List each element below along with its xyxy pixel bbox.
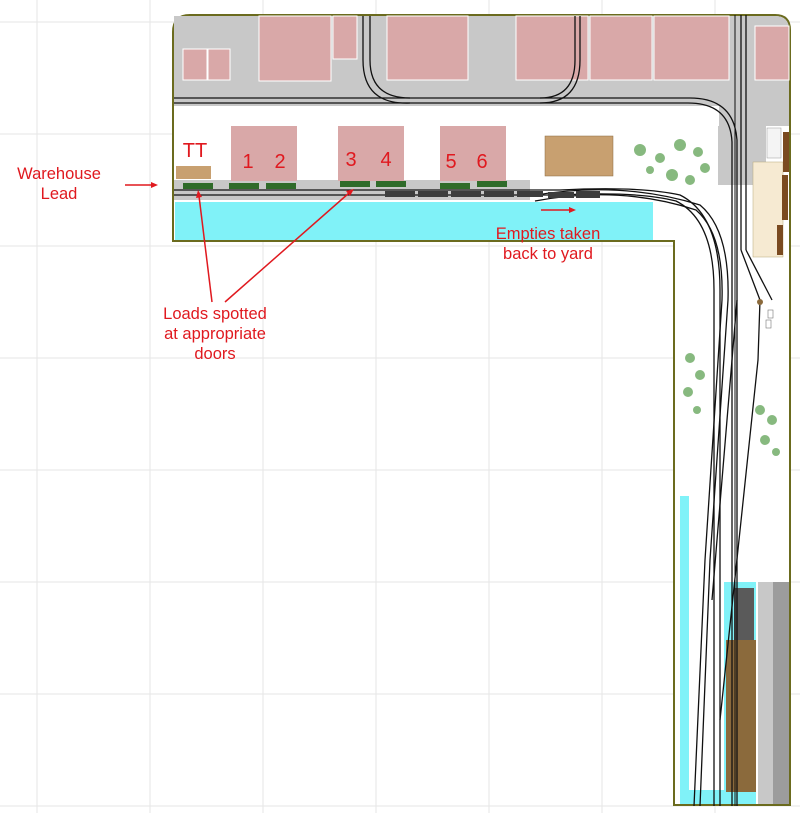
warehouses	[231, 126, 506, 181]
warehouse-lead-line-2: Lead	[40, 185, 78, 203]
door-label-6: 6	[476, 151, 488, 173]
tt-pad	[176, 166, 211, 179]
loads-spotted-line-1: Loads spotted	[163, 305, 267, 323]
loads-spotted-line-2: at appropriate	[164, 325, 266, 343]
trees	[634, 139, 780, 456]
loaded-cars	[183, 181, 507, 189]
pier-black	[734, 588, 754, 640]
door-label-tt: TT	[178, 140, 212, 163]
water-right-strip	[680, 496, 689, 804]
door-label-3: 3	[345, 149, 357, 171]
annotation-arrows	[125, 182, 576, 303]
empties-line-1: Empties taken	[495, 225, 601, 243]
pier-dark	[773, 582, 789, 804]
warehouse-lead-line-1: Warehouse	[17, 165, 101, 183]
door-label-1: 1	[242, 151, 254, 173]
loads-spotted-line-3: doors	[194, 345, 236, 363]
door-label-5: 5	[445, 151, 457, 173]
tracks	[174, 15, 773, 807]
marker-dot	[757, 299, 763, 305]
loads-spotted-label: Loads spotted at appropriate doors	[140, 304, 290, 364]
door-label-2: 2	[274, 151, 286, 173]
right-cars	[777, 132, 789, 255]
water-bottom	[680, 790, 756, 804]
empties-line-2: back to yard	[503, 245, 593, 263]
pier-brown	[726, 640, 756, 792]
water-channel	[175, 202, 653, 240]
warehouse-lead-label: Warehouse Lead	[4, 164, 114, 204]
road-gap	[174, 106, 719, 126]
right-shed	[766, 127, 782, 159]
empties-label: Empties taken back to yard	[478, 224, 618, 264]
small-vehicles	[765, 309, 774, 329]
door-label-4: 4	[380, 149, 392, 171]
buildings-top	[182, 15, 790, 82]
empty-cars	[385, 191, 600, 198]
brown-shed	[544, 135, 614, 177]
